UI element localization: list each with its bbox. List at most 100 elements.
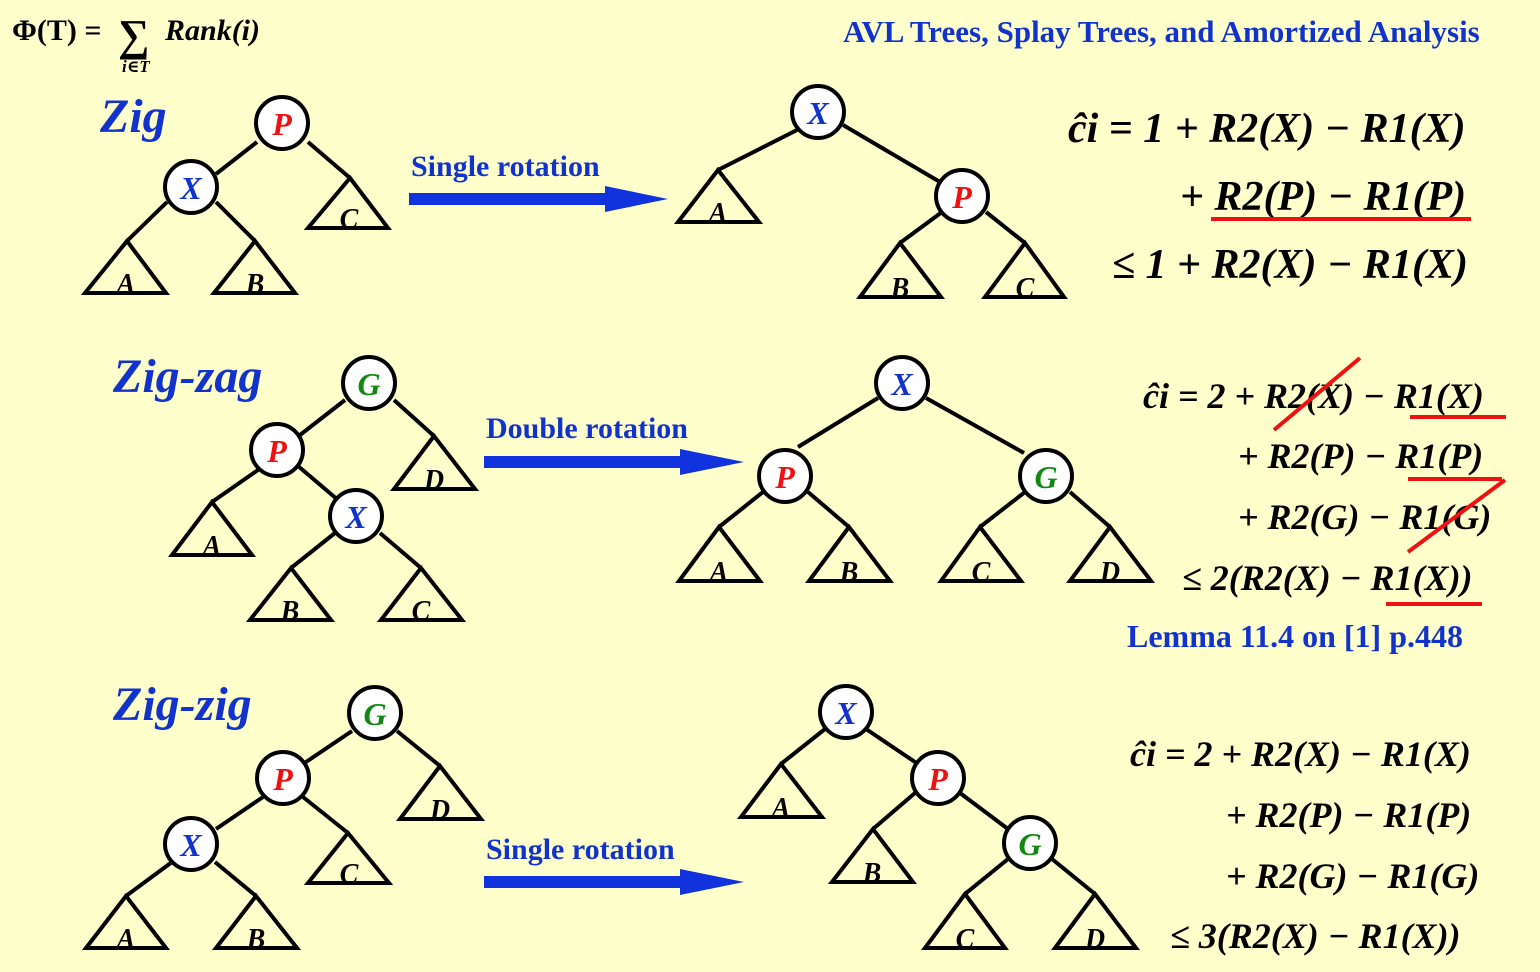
subtree-a-triangle	[167, 498, 257, 557]
zig-eq-line-3: ≤ 1 + R2(X) − R1(X)	[1112, 242, 1468, 288]
node-g	[341, 355, 397, 411]
zigzag-cancel-marks	[1272, 356, 1507, 606]
edge	[214, 795, 265, 831]
subtree-b-label: B	[862, 858, 882, 889]
node-p-label: P	[266, 433, 287, 469]
strike-mark	[1406, 478, 1507, 554]
subtree-c-triangle	[981, 239, 1068, 299]
node-g-label: G	[1034, 459, 1057, 495]
subtree-c-triangle	[937, 523, 1026, 583]
node-x	[163, 816, 219, 872]
lemma-note: Lemma 11.4 on [1] p.448	[1127, 618, 1463, 654]
node-p	[255, 750, 311, 806]
zigzig-arrow-label: Single rotation	[486, 833, 675, 866]
zigzig-section: Zig-zig G P X A B	[81, 678, 1479, 956]
edge	[871, 791, 917, 831]
zig-before-tree	[80, 95, 393, 295]
edge	[717, 128, 798, 172]
subtree-b-label: B	[890, 273, 910, 304]
node-g	[1002, 815, 1058, 871]
subtree-a-triangle	[673, 166, 764, 224]
edge	[296, 464, 340, 502]
edge	[898, 210, 944, 245]
subtree-a-label: A	[708, 557, 729, 588]
edge	[304, 729, 354, 764]
zigzig-eq-line-3: + R2(G) − R1(G)	[1226, 856, 1479, 896]
subtree-c-label: C	[340, 859, 359, 890]
node-g-label: G	[357, 366, 380, 402]
subtree-d-triangle	[395, 762, 486, 821]
edge	[289, 531, 337, 570]
node-p	[910, 750, 966, 806]
edge	[395, 729, 442, 768]
subtree-a-triangle	[736, 760, 827, 819]
subtree-c-label: C	[340, 204, 359, 235]
node-p-label: P	[271, 106, 292, 142]
zigzig-eq-line-2: + R2(P) − R1(P)	[1226, 795, 1471, 835]
potential-lhs: Φ(T) =	[12, 14, 101, 47]
zigzag-rotation-arrow: Double rotation	[484, 412, 744, 475]
subtree-a-label: A	[115, 269, 136, 300]
zigzag-before-tree	[167, 355, 480, 622]
zigzig-label: Zig-zig	[112, 678, 252, 731]
node-x-label: X	[179, 170, 202, 206]
zig-eq-line-2: + R2(P) − R1(P)	[1180, 174, 1466, 220]
subtree-a-label: A	[770, 793, 791, 824]
node-g	[1018, 448, 1074, 504]
node-x	[790, 84, 846, 140]
edge	[864, 727, 920, 766]
edge	[1050, 857, 1097, 896]
edge	[125, 200, 169, 243]
node-x-label: X	[834, 695, 857, 731]
node-p	[249, 422, 305, 478]
edge	[213, 860, 258, 898]
sum-symbol: ∑	[118, 11, 149, 60]
edge	[806, 490, 851, 529]
subtree-c-triangle	[921, 890, 1009, 950]
zig-arrow-label: Single rotation	[411, 150, 600, 183]
subtree-a-triangle	[675, 523, 765, 583]
subtree-c-label: C	[972, 557, 991, 588]
subtree-d-label: D	[429, 795, 450, 826]
node-x	[328, 488, 384, 544]
node-p	[757, 448, 813, 504]
node-x-label: X	[344, 499, 367, 535]
edge	[958, 791, 1010, 831]
edge	[796, 396, 880, 449]
zigzig-rotation-arrow: Single rotation	[484, 833, 744, 895]
node-g-label: G	[363, 696, 386, 732]
subtree-c-label: C	[1016, 273, 1035, 304]
slide-title: AVL Trees, Splay Trees, and Amortized An…	[843, 14, 1480, 49]
node-p-label: P	[951, 179, 972, 215]
edge	[925, 396, 1025, 455]
node-x	[818, 684, 874, 740]
zigzag-equation: ĉi = 2 + R2(X) − R1(X) + R2(P) − R1(P) +…	[1143, 376, 1491, 598]
subtree-d-triangle	[1051, 890, 1141, 950]
subtree-d-triangle	[389, 432, 480, 491]
subtree-c-label: C	[956, 924, 975, 955]
edge	[841, 123, 942, 184]
subtree-b-triangle	[211, 892, 302, 950]
zig-section: Zig P X A B C Single rotation	[80, 84, 1471, 304]
edge	[306, 140, 352, 180]
edge	[214, 200, 257, 243]
zig-rotation-arrow: Single rotation	[409, 150, 668, 212]
zigzag-arrow-label: Double rotation	[486, 412, 688, 445]
zigzig-equation: ĉi = 2 + R2(X) − R1(X) + R2(P) − R1(P) +…	[1130, 734, 1479, 956]
edge	[984, 210, 1027, 245]
subtree-b-label: B	[280, 596, 300, 627]
zig-label: Zig	[99, 90, 167, 143]
node-p	[254, 95, 310, 151]
zigzig-after-tree	[736, 684, 1141, 950]
subtree-b-triangle	[856, 239, 946, 299]
node-p-label: P	[927, 761, 948, 797]
zigzig-before-tree	[81, 685, 486, 950]
edge	[779, 727, 827, 766]
edge	[298, 398, 347, 437]
edge	[392, 398, 436, 438]
subtree-b-label: B	[839, 557, 859, 588]
zigzig-eq-line-4: ≤ 3(R2(X) − R1(X))	[1170, 916, 1461, 956]
subtree-b-triangle	[209, 237, 300, 295]
zigzig-eq-line-1: ĉi = 2 + R2(X) − R1(X)	[1130, 734, 1471, 774]
